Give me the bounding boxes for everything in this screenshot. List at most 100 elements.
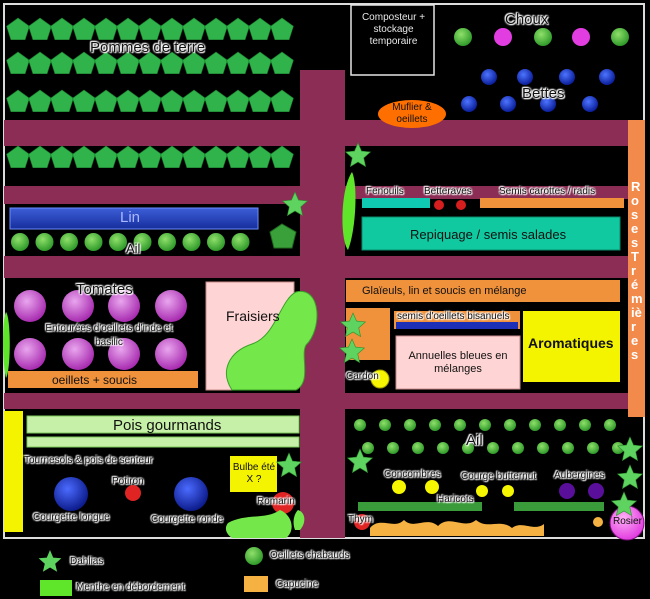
potato-plant: [116, 51, 140, 74]
tomato-plant: [108, 338, 140, 370]
label-entourees: Entourées d'oeillets d'inde et basilic: [45, 323, 173, 348]
potato-plant: [28, 51, 52, 74]
potato-plant: [204, 17, 228, 41]
chard-plant: [559, 69, 575, 85]
potato-plant: [160, 17, 184, 41]
garlic-plant: [412, 442, 424, 454]
potato-plant: [248, 145, 272, 168]
butternut: [476, 485, 514, 497]
dahlia-star: [338, 338, 366, 364]
salades-bed: [361, 216, 621, 251]
romarin-plant: [272, 492, 294, 514]
tomato-plant: [155, 338, 187, 370]
potato-plant: [226, 17, 250, 41]
cucumbers: [392, 480, 439, 494]
label-butternut: Courge butternut: [461, 471, 537, 482]
potato-plant: [270, 17, 294, 41]
potato-plant: [72, 145, 96, 168]
garlic-plant: [158, 233, 176, 251]
garlic-rows-right: [354, 419, 624, 454]
label-fenouils: Fenouils: [366, 186, 404, 197]
haricots-row: [358, 502, 482, 511]
garlic-plant: [504, 419, 516, 431]
cabbage-plant: [611, 28, 629, 46]
potato-plant: [50, 145, 74, 168]
label-concombres: Concombres: [384, 469, 441, 480]
dahlia-star: [616, 464, 644, 490]
chard-plant: [599, 69, 615, 85]
paths: [4, 70, 632, 538]
garlic-plant: [604, 419, 616, 431]
mint-patch-small: [293, 510, 305, 530]
garlic-plant: [109, 233, 127, 251]
chard-plant: [582, 96, 598, 112]
thym-plant: [354, 514, 370, 530]
annuelles-bleues-bed: [395, 335, 521, 390]
potato-plant: [182, 89, 206, 112]
label-roses-tremieres: Roses Trémières: [631, 179, 643, 362]
potato-plant: [248, 51, 272, 74]
garlic-plant: [182, 233, 201, 251]
potato-plant: [226, 145, 250, 168]
potato-plant: [160, 89, 184, 112]
potato-plant: [6, 89, 30, 112]
label-thym: Thym: [348, 514, 373, 525]
potato-plant: [94, 145, 118, 168]
potato-plant: [160, 145, 184, 168]
carottes-radis-bed: [480, 198, 624, 208]
potato-plant: [6, 51, 30, 74]
pentagon-shrub: [269, 223, 297, 249]
roses-tremieres-bed: [628, 120, 645, 417]
potato-plant: [270, 89, 294, 112]
aubergines: [559, 483, 604, 499]
label-ail-right: Ail: [466, 432, 483, 449]
label-oeillets-bisanuels: semis d'oeillets bisanuels: [397, 311, 510, 322]
label-cardon: Cardon: [346, 371, 379, 382]
cabbage-plant: [572, 28, 590, 46]
potato-plant: [182, 51, 206, 74]
label-muflier: Muflier & oeillets: [392, 102, 432, 125]
garlic-plant: [354, 419, 366, 431]
aromatiques-bed: [523, 311, 620, 382]
garlic-plant: [554, 419, 566, 431]
tomato-plant: [108, 290, 140, 322]
legend-mint-swatch: [40, 580, 72, 596]
dahlia-star: [339, 312, 367, 338]
potato-plant: [50, 89, 74, 112]
potato-plant: [94, 89, 118, 112]
garlic-plant: [454, 419, 466, 431]
garlic-plant: [362, 442, 374, 454]
potato-plant: [182, 145, 206, 168]
garlic-plant: [379, 419, 391, 431]
garlic-plant: [207, 233, 225, 251]
legend-label-dahlias: Dahlias: [70, 556, 104, 567]
fenouils-bed: [362, 198, 430, 208]
garlic-plant: [437, 442, 449, 454]
label-courgette-longue: Courgette longue: [33, 512, 110, 523]
potato-rows: [6, 17, 294, 168]
potato-plant: [270, 51, 294, 74]
potato-plant: [138, 145, 162, 168]
potato-plant: [116, 89, 140, 112]
garlic-plant: [562, 442, 574, 454]
potato-plant: [138, 89, 162, 112]
chard-plant: [517, 69, 533, 85]
betterave-plant-2: [456, 200, 466, 210]
dahlia-star: [275, 452, 303, 478]
oeillets-soucis-bed: [8, 371, 198, 388]
cardon-plant: [370, 369, 390, 389]
potato-plant: [28, 145, 52, 168]
garlic-plant: [387, 442, 399, 454]
label-potiron: Potiron: [112, 476, 144, 487]
label-courgette-ronde: Courgette ronde: [151, 514, 224, 525]
cabbage-plant: [534, 28, 552, 46]
potato-plant: [182, 17, 206, 41]
garlic-plant: [529, 419, 541, 431]
garlic-plant: [404, 419, 416, 431]
dahlia-star: [610, 491, 638, 517]
compost-box: [350, 4, 435, 76]
capucines-bed: [370, 520, 544, 536]
chard-plant: [500, 96, 516, 112]
label-carottes: Semis carottes / radis: [499, 186, 596, 197]
